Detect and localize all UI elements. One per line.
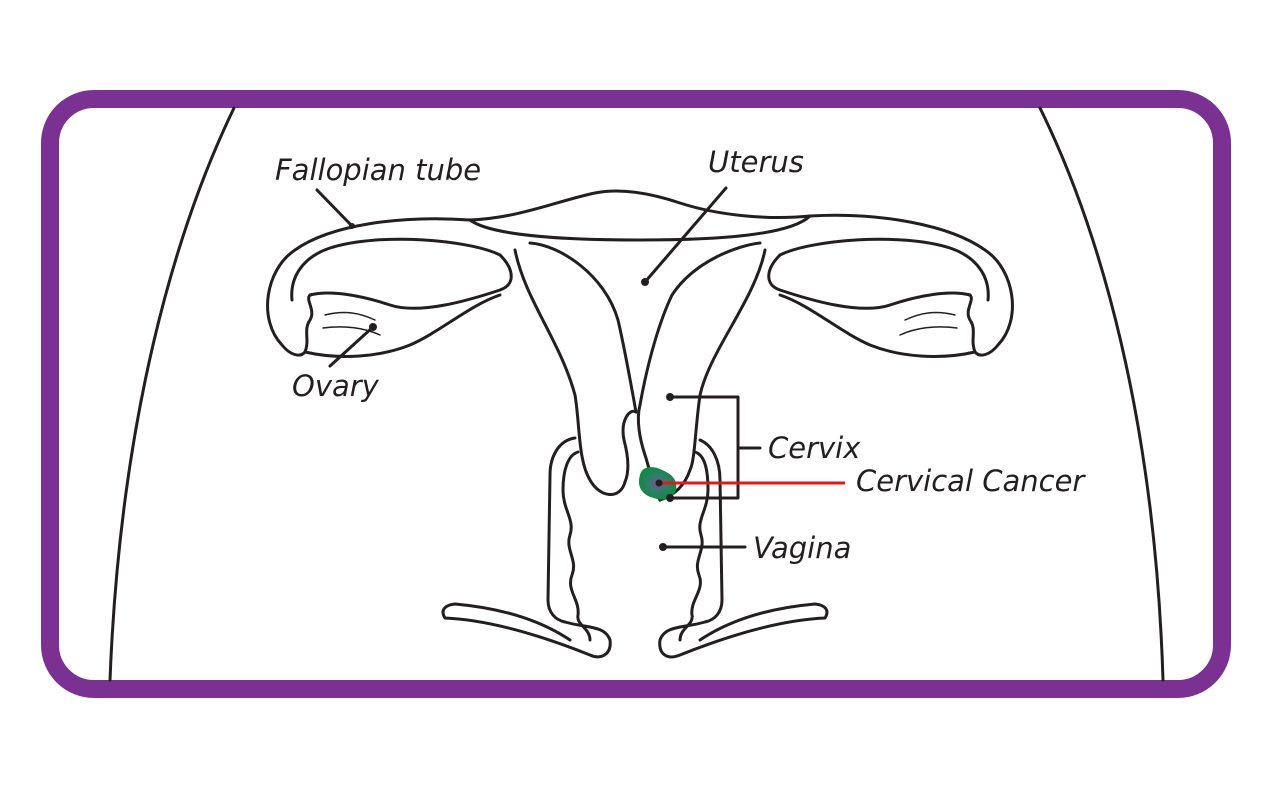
- label-fallopian-tube: Fallopian tube: [275, 153, 481, 187]
- label-cervical-cancer: Cervical Cancer: [856, 464, 1086, 498]
- vagina-outline: [441, 436, 829, 659]
- body-outline-left: [108, 106, 236, 682]
- left-fallopian-tube: [266, 217, 513, 358]
- label-uterus: Uterus: [708, 145, 804, 179]
- label-vagina: Vagina: [753, 531, 851, 565]
- body-outline-right: [1038, 106, 1165, 682]
- ovary-leader: [328, 325, 375, 368]
- cervix-bracket: [668, 395, 762, 500]
- right-fallopian-tube: [767, 213, 1014, 358]
- uterus-outline: [468, 189, 812, 502]
- fallopian-tube-leader: [315, 188, 354, 228]
- label-cervix: Cervix: [768, 431, 861, 465]
- uterus-leader: [643, 186, 728, 284]
- label-ovary: Ovary: [292, 369, 380, 403]
- diagram-frame: [41, 90, 1231, 698]
- cervix-leader-dot: [666, 393, 674, 401]
